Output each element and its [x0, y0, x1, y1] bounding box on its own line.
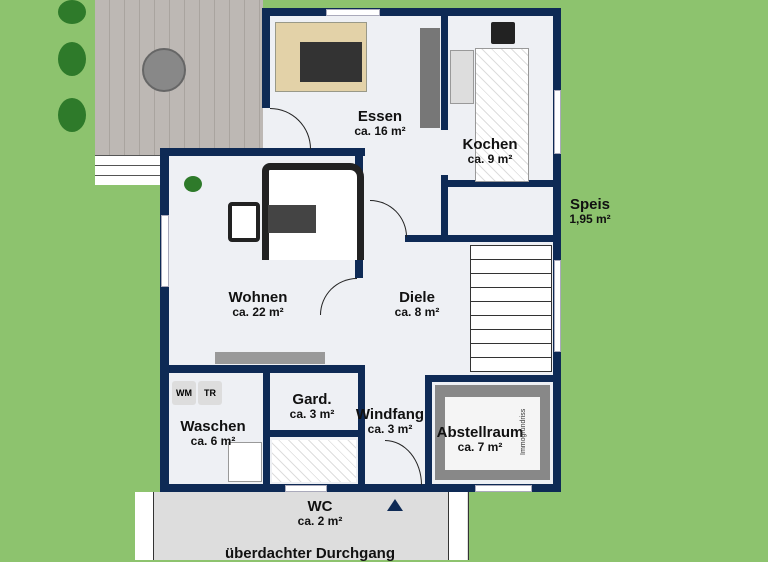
plant-icon [58, 42, 86, 76]
armchair [228, 202, 260, 242]
wall [263, 430, 363, 437]
covered-passage [135, 492, 469, 560]
wc-floor [272, 440, 356, 482]
wall [425, 375, 432, 485]
wall [160, 148, 169, 490]
wall [441, 180, 556, 187]
watermark: Immogrundriss [520, 408, 527, 455]
kitchen-island [420, 28, 440, 128]
passage-post [135, 492, 154, 560]
plant-icon [58, 0, 86, 24]
dining-table [300, 42, 362, 82]
wall [160, 365, 365, 373]
wall [262, 8, 270, 108]
entrance-arrow-icon [387, 499, 403, 511]
window [326, 9, 380, 16]
wall [428, 375, 556, 382]
window [285, 485, 327, 492]
tv-board [215, 352, 325, 364]
wall [262, 8, 560, 16]
wall [441, 10, 448, 130]
plant-icon [184, 176, 202, 192]
wall [263, 370, 270, 485]
coffee-table [268, 205, 316, 233]
dryer: TR [198, 381, 222, 405]
window [554, 90, 561, 154]
wall [160, 484, 561, 492]
terrace-table [142, 48, 186, 92]
window [554, 260, 561, 352]
wall [160, 148, 365, 156]
terrace-steps [95, 155, 160, 185]
passage-post [448, 492, 467, 560]
window [475, 485, 532, 492]
washer: WM [172, 381, 196, 405]
wall [405, 235, 555, 242]
shower [228, 442, 262, 482]
wall [441, 175, 448, 240]
plant-icon [58, 98, 86, 132]
window [161, 215, 169, 287]
kitchen-counter [475, 48, 529, 182]
room-gard: Gard.ca. 3 m² [289, 391, 335, 422]
wall [553, 8, 561, 490]
staircase [470, 245, 552, 372]
stove-icon [491, 22, 515, 44]
sink-icon [450, 50, 474, 104]
room-durchgang: überdachter Durchgang [224, 545, 396, 562]
wall [358, 365, 365, 485]
storage-shelf [435, 385, 550, 480]
